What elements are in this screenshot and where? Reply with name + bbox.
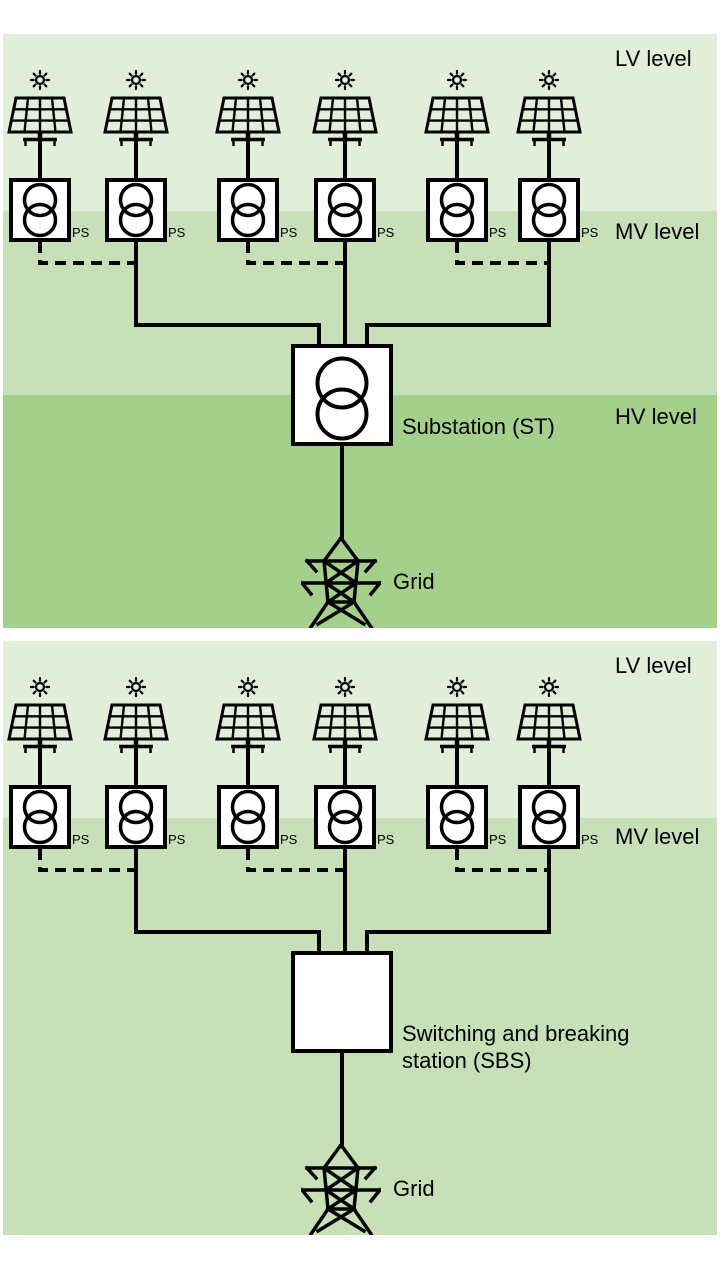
grid-pylon-icon (301, 536, 381, 628)
sbs-label-line2: station (SBS) (402, 1048, 532, 1073)
ps-label: PS (280, 225, 298, 240)
pv-unit: PS (5, 70, 89, 248)
pv-unit-icon (514, 677, 584, 851)
grid-label: Grid (393, 1176, 435, 1201)
pv-unit-icon (310, 70, 380, 244)
lv-level-label: LV level (615, 653, 692, 678)
hv-level-label: HV level (615, 404, 697, 429)
pv-unit: PS (310, 70, 394, 248)
ps-label: PS (72, 832, 90, 847)
ps-label: PS (489, 225, 507, 240)
connection-lines (38, 242, 551, 539)
ps-label: PS (377, 225, 395, 240)
sbs-label-line1: Switching and breaking (402, 1021, 630, 1046)
pv-unit-icon (422, 677, 492, 851)
sbs-label: Switching and breaking station (SBS) (402, 1020, 629, 1074)
pv-unit: PS (310, 677, 394, 855)
ps-label: PS (168, 832, 186, 847)
figure-sbs-plant: PS PS PS PS PS PS Switching and breaking… (3, 641, 717, 1235)
substation-label: Substation (ST) (402, 414, 555, 439)
pv-unit: PS (422, 677, 506, 855)
substation-transformer-icon (295, 348, 389, 442)
pv-unit: PS (101, 677, 185, 855)
pv-unit-icon (5, 677, 75, 851)
lv-level-label: LV level (615, 46, 692, 71)
pv-unit-icon (514, 70, 584, 244)
ps-label: PS (581, 225, 599, 240)
pv-unit: PS (213, 677, 297, 855)
substation-box (291, 344, 393, 446)
pv-unit-icon (5, 70, 75, 244)
pv-unit: PS (213, 70, 297, 248)
pv-unit: PS (422, 70, 506, 248)
ps-label: PS (168, 225, 186, 240)
ps-label: PS (489, 832, 507, 847)
pv-unit-icon (310, 677, 380, 851)
mv-level-label: MV level (615, 824, 700, 849)
pv-unit-icon (101, 677, 171, 851)
pv-unit: PS (514, 677, 598, 855)
ps-label: PS (377, 832, 395, 847)
grid-label: Grid (393, 569, 435, 594)
grid-pylon-icon (301, 1143, 381, 1235)
pv-unit: PS (514, 70, 598, 248)
ps-label: PS (280, 832, 298, 847)
mv-level-label: MV level (615, 219, 700, 244)
pv-unit-icon (101, 70, 171, 244)
connection-lines (38, 849, 551, 1146)
pv-unit-icon (213, 70, 283, 244)
ps-label: PS (72, 225, 90, 240)
pv-unit-icon (422, 70, 492, 244)
ps-label: PS (581, 832, 599, 847)
pv-unit-icon (213, 677, 283, 851)
pv-unit: PS (5, 677, 89, 855)
sbs-box (291, 951, 393, 1053)
pv-unit: PS (101, 70, 185, 248)
figure-substation-plant: PS PS PS PS PS PS Substation (ST) Grid L… (3, 34, 717, 628)
